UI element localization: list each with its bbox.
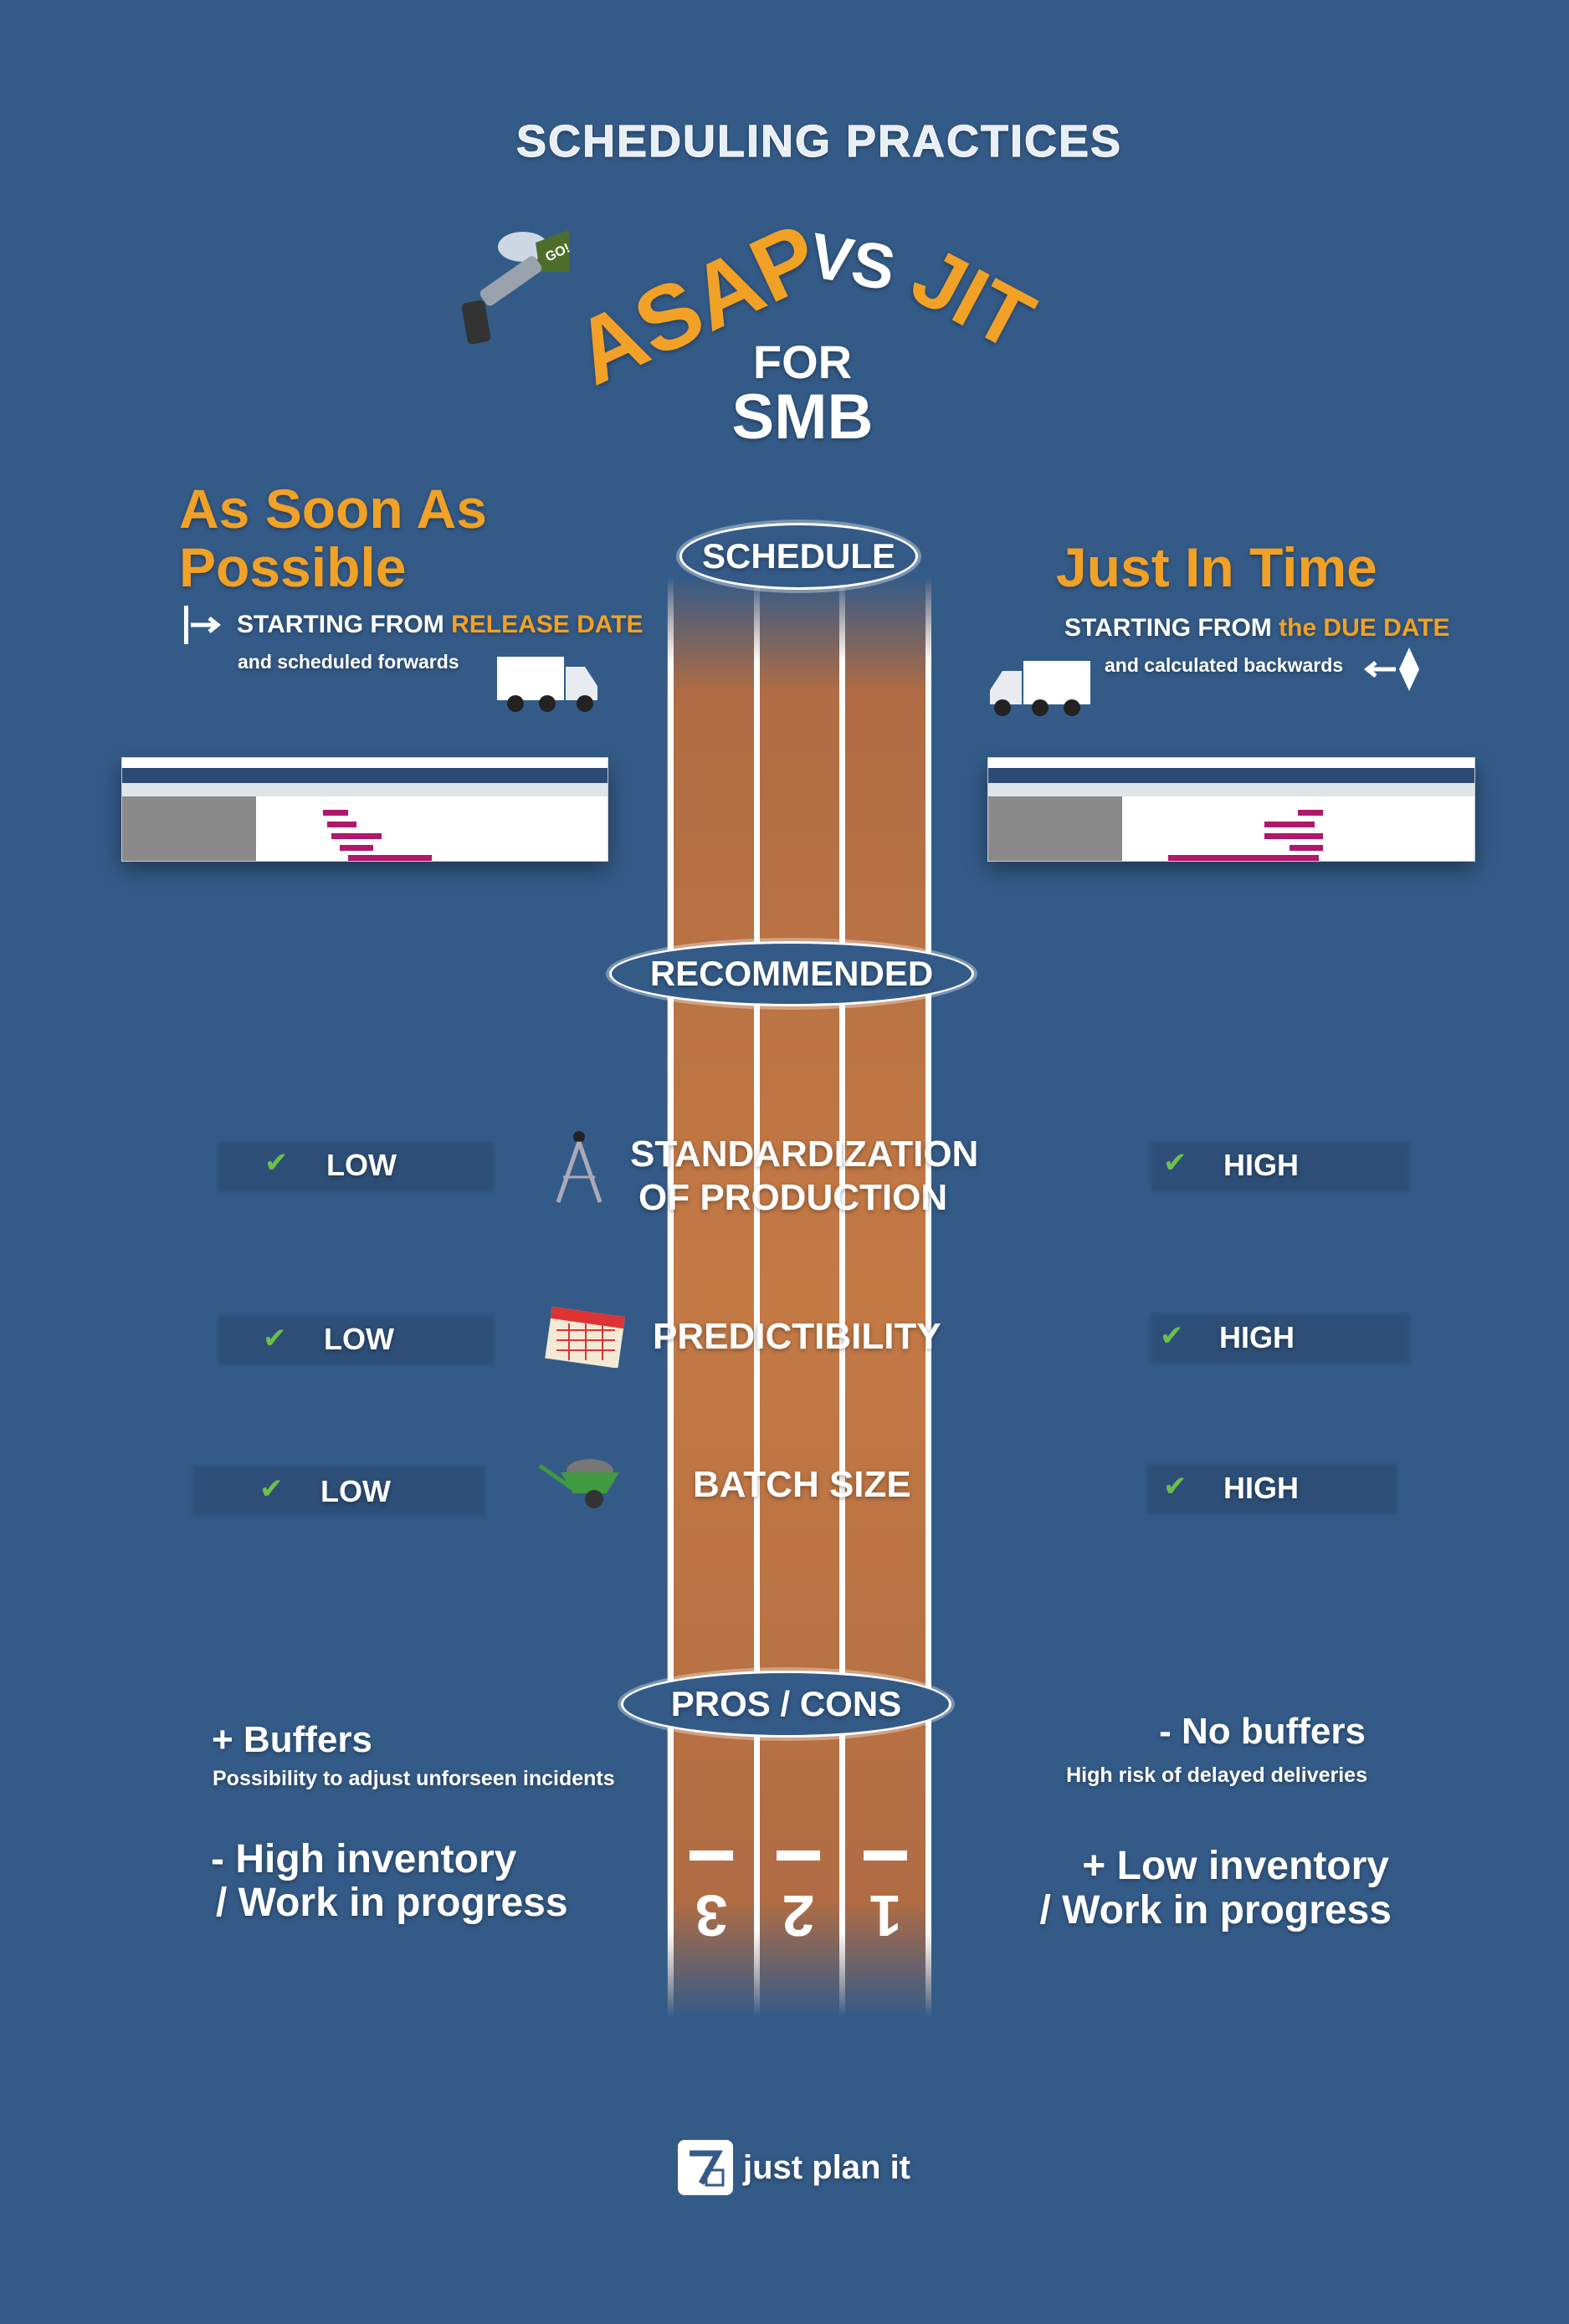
check-icon: ✔: [263, 1323, 287, 1354]
logo-text: just plan it: [743, 2148, 910, 2186]
jit-pro-line1: + Low inventory: [1082, 1844, 1389, 1888]
jit-con-sub: High risk of delayed deliveries: [1066, 1763, 1367, 1787]
truck-icon: [497, 657, 602, 715]
lane-start-mark: [777, 1850, 820, 1861]
starter-pistol-icon: GO!: [444, 222, 577, 356]
lane-line: [839, 577, 845, 2016]
asap-start: STARTING FROM RELEASE DATE: [237, 611, 643, 639]
lane-line: [754, 577, 760, 2016]
jit-start-highlight: the DUE DATE: [1279, 614, 1450, 642]
check-icon: ✔: [259, 1473, 284, 1505]
asap-start-highlight: RELEASE DATE: [451, 611, 643, 638]
check-icon: ✔: [264, 1147, 289, 1179]
start-arrow-icon: [182, 604, 224, 646]
jit-sub: and calculated backwards: [1105, 654, 1344, 676]
recommended-label: RECOMMENDED: [609, 941, 974, 1006]
lane-start-mark: [864, 1850, 907, 1861]
check-icon: ✔: [1163, 1147, 1187, 1179]
due-arrow-icon: [1362, 644, 1421, 694]
logo: just plan it: [678, 2138, 910, 2197]
asap-pro-sub: Possibility to adjust unforseen incident…: [213, 1767, 615, 1790]
asap-gantt-screenshot: [121, 757, 608, 862]
lane-number: 1: [869, 1883, 902, 1948]
criteria-standardization-line1: STANDARDIZATION: [630, 1134, 979, 1175]
page-title: SCHEDULING PRACTICES: [515, 116, 1123, 167]
jit-predictibility: HIGH: [1219, 1320, 1295, 1354]
jit-start: STARTING FROM the DUE DATE: [1064, 614, 1450, 642]
race-track: [667, 577, 931, 2016]
asap-sub: and scheduled forwards: [238, 651, 459, 673]
asap-start-prefix: STARTING FROM: [237, 611, 452, 638]
schedule-label: SCHEDULE: [679, 523, 918, 590]
asap-predictibility: LOW: [324, 1322, 394, 1356]
check-icon: ✔: [1160, 1320, 1184, 1352]
criteria-batch-size: BATCH SIZE: [693, 1464, 911, 1505]
logo-icon: [678, 2140, 733, 2195]
jit-con: - No buffers: [1159, 1711, 1366, 1752]
truck-icon: [986, 661, 1090, 719]
asap-batch-size: LOW: [320, 1474, 391, 1508]
jit-pro-line2: / Work in progress: [1039, 1888, 1392, 1932]
calendar-icon: [544, 1305, 628, 1369]
asap-con-line2: / Work in progress: [216, 1881, 568, 1925]
for-label: FOR: [752, 335, 853, 388]
wheelbarrow-icon: [536, 1447, 628, 1514]
lane-line: [926, 577, 931, 2016]
check-icon: ✔: [1163, 1471, 1187, 1502]
asap-title-line1: As Soon As: [179, 478, 487, 540]
lane-line: [668, 577, 674, 2016]
asap-pro: + Buffers: [212, 1719, 372, 1760]
jit-gantt-screenshot: [987, 757, 1475, 862]
lane-number: 2: [782, 1883, 815, 1948]
asap-title-line2: Possible: [179, 536, 407, 598]
criteria-standardization-line2: OF PRODUCTION: [638, 1177, 948, 1218]
lane-number: 3: [695, 1883, 728, 1948]
asap-standardization: LOW: [326, 1148, 397, 1182]
jit-start-prefix: STARTING FROM: [1064, 614, 1279, 642]
jit-title: Just In Time: [1056, 536, 1377, 598]
jit-standardization: HIGH: [1223, 1148, 1299, 1182]
criteria-predictibility: PREDICTIBILITY: [653, 1316, 941, 1357]
smb-label: SMB: [731, 381, 874, 453]
jit-batch-size: HIGH: [1223, 1471, 1299, 1505]
lane-start-mark: [690, 1850, 733, 1861]
vs-headline: VS: [804, 219, 901, 305]
pros-cons-label: PROS / CONS: [621, 1671, 951, 1738]
compass-icon: [548, 1125, 611, 1209]
asap-con-line1: - High inventory: [211, 1837, 517, 1881]
